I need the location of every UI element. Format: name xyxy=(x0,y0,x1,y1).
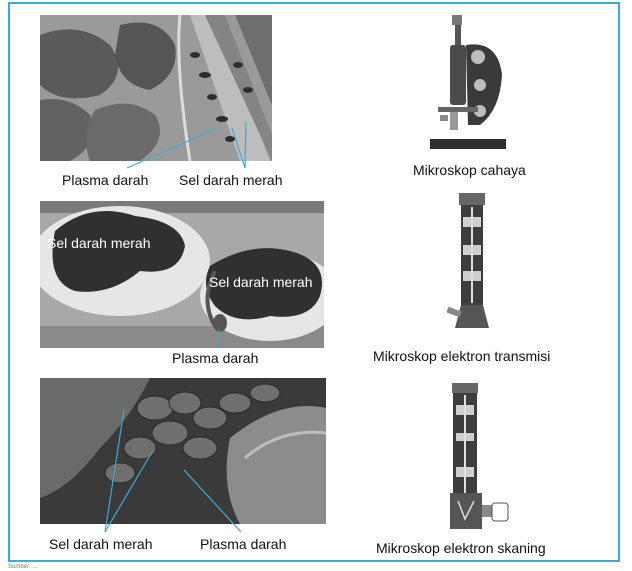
light-micrograph xyxy=(40,15,272,161)
sem-plasma-label: Plasma darah xyxy=(200,536,287,552)
sem-micrograph xyxy=(40,378,326,524)
light-microscope-image xyxy=(428,15,508,153)
tem-microscope-image xyxy=(446,193,497,333)
tem-rbc-overlay-2: Sel darah merah xyxy=(209,274,313,290)
figure-frame xyxy=(8,2,620,562)
light-microscope-label: Mikroskop cahaya xyxy=(413,162,526,178)
sem-microscope-label: Mikroskop elektron skaning xyxy=(376,540,546,556)
tem-micrograph xyxy=(40,201,324,348)
sem-rbc-label: Sel darah merah xyxy=(49,536,153,552)
light-plasma-label: Plasma darah xyxy=(62,172,149,188)
tem-rbc-overlay-1: Sel darah merah xyxy=(47,235,151,251)
tem-plasma-label: Plasma darah xyxy=(172,350,259,366)
tem-microscope-label: Mikroskop elektron transmisi xyxy=(373,348,551,364)
source-caption: Sumber: ... xyxy=(8,564,38,570)
light-rbc-label: Sel darah merah xyxy=(179,172,283,188)
sem-microscope-image xyxy=(448,383,510,533)
